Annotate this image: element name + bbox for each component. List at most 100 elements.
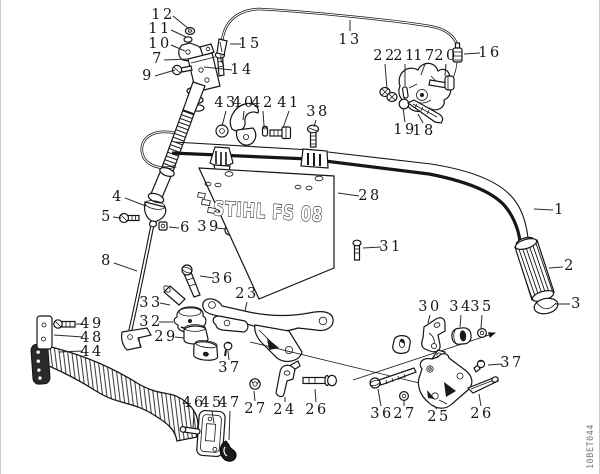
assembly-arrow-2 [249,341,445,391]
part-label-27: 27 [393,406,416,422]
part-label-33: 33 [139,295,162,311]
leader-line-12 [172,15,190,30]
bolt-41 [269,126,292,140]
part-label-32: 32 [139,314,162,330]
rod-foot [121,327,152,351]
part-label-20: 20 [434,48,457,64]
part-label-24: 24 [273,402,296,418]
leader-line-37 [487,363,503,366]
strap-44 [38,345,199,442]
leader-line-46 [192,410,195,429]
rubber-buffer-29 [183,324,219,361]
part-label-31: 31 [379,239,402,255]
part-label-46: 46 [182,395,205,411]
part-label-17: 17 [413,48,436,64]
leader-line-9 [154,69,176,77]
deflector-plate-28: STIHL FS 08 [197,167,362,300]
plate-stencil-text: STIHL FS 08 [213,196,324,227]
nut-6 [158,221,168,231]
throttle-cable-13 [220,7,463,87]
bolt-20 [428,75,455,91]
leader-line-7 [163,58,190,61]
screw-37-left [223,341,233,357]
part-label-18: 18 [412,123,435,139]
nut-35 [477,328,488,339]
assembly-arrow-1 [352,332,496,381]
leader-line-17 [420,63,426,76]
leader-line-44 [58,350,84,353]
screw-5 [118,212,140,224]
bolt-36-upper [181,264,201,298]
part-label-36: 36 [370,406,393,422]
part-label-48: 48 [80,330,103,346]
bolt-26-bottom-middle [302,374,338,387]
ribbed-grip [160,109,195,175]
leader-line-19 [402,107,406,123]
part-label-34: 34 [449,299,472,315]
part-label-2: 2 [564,258,576,274]
leader-line-22 [384,63,388,90]
buckle-45 [196,409,226,458]
nut-27-bottom-right [399,391,410,402]
leader-line-23 [244,301,248,312]
leader-line-41 [282,110,290,129]
leader-line-34 [459,314,462,328]
part-label-23: 23 [235,286,258,302]
screw-37-right [473,359,486,373]
part-label-8: 8 [101,253,113,269]
hook-47 [219,440,237,462]
leader-line-30 [427,314,431,324]
pin-21 [401,86,409,99]
leader-line-40 [242,110,245,121]
strap-end-hinge [30,343,51,385]
leader-line-10 [170,44,186,52]
leader-line-37 [227,350,230,361]
plate-48 [36,315,53,350]
cone-4 [143,201,167,223]
mount-plate-25 [417,349,473,409]
nut-43 [215,124,229,138]
part-label-42: 42 [251,95,274,111]
pin-26-bottom-right [466,376,500,394]
star-nut-22 [379,86,398,103]
leader-line-25 [432,404,438,410]
screw-31 [352,239,362,261]
part-label-1: 1 [554,202,566,218]
leader-line-35 [480,314,483,329]
part-label-7: 7 [152,51,164,67]
clamp-body-7 [187,52,221,93]
bracket-23 [202,298,334,362]
leader-line-45 [211,410,215,424]
leader-line-14 [203,66,233,71]
leader-line-38 [313,119,317,128]
leader-line-16 [463,52,481,55]
leader-line-36 [377,388,382,407]
part-label-38: 38 [306,104,329,120]
shoulder-strap-assembly [30,315,237,462]
part-label-39: 39 [197,219,220,235]
bolt-36-bottom [369,367,417,389]
part-label-26: 26 [305,402,328,418]
part-label-4: 4 [112,189,124,205]
leader-line-2 [548,266,564,269]
part-label-36: 36 [211,271,234,287]
part-label-21: 21 [393,48,416,64]
part-label-15: 15 [238,36,261,52]
part-label-26: 26 [470,406,493,422]
bottom-hardware [249,360,338,398]
part-label-14: 14 [230,62,253,78]
part-label-30: 30 [418,299,441,315]
handlebar-tube-1 [171,141,559,315]
leader-line-6 [168,226,180,229]
cable-end-fitting-15 [216,38,228,67]
leader-line-29 [174,336,185,339]
leader-line-36 [199,275,215,279]
leader-line-33 [159,302,171,306]
part-label-41: 41 [277,95,300,111]
part-label-37: 37 [500,355,523,371]
leader-line-43 [221,110,227,127]
part-label-12: 12 [151,7,174,23]
pin-46 [179,425,201,435]
